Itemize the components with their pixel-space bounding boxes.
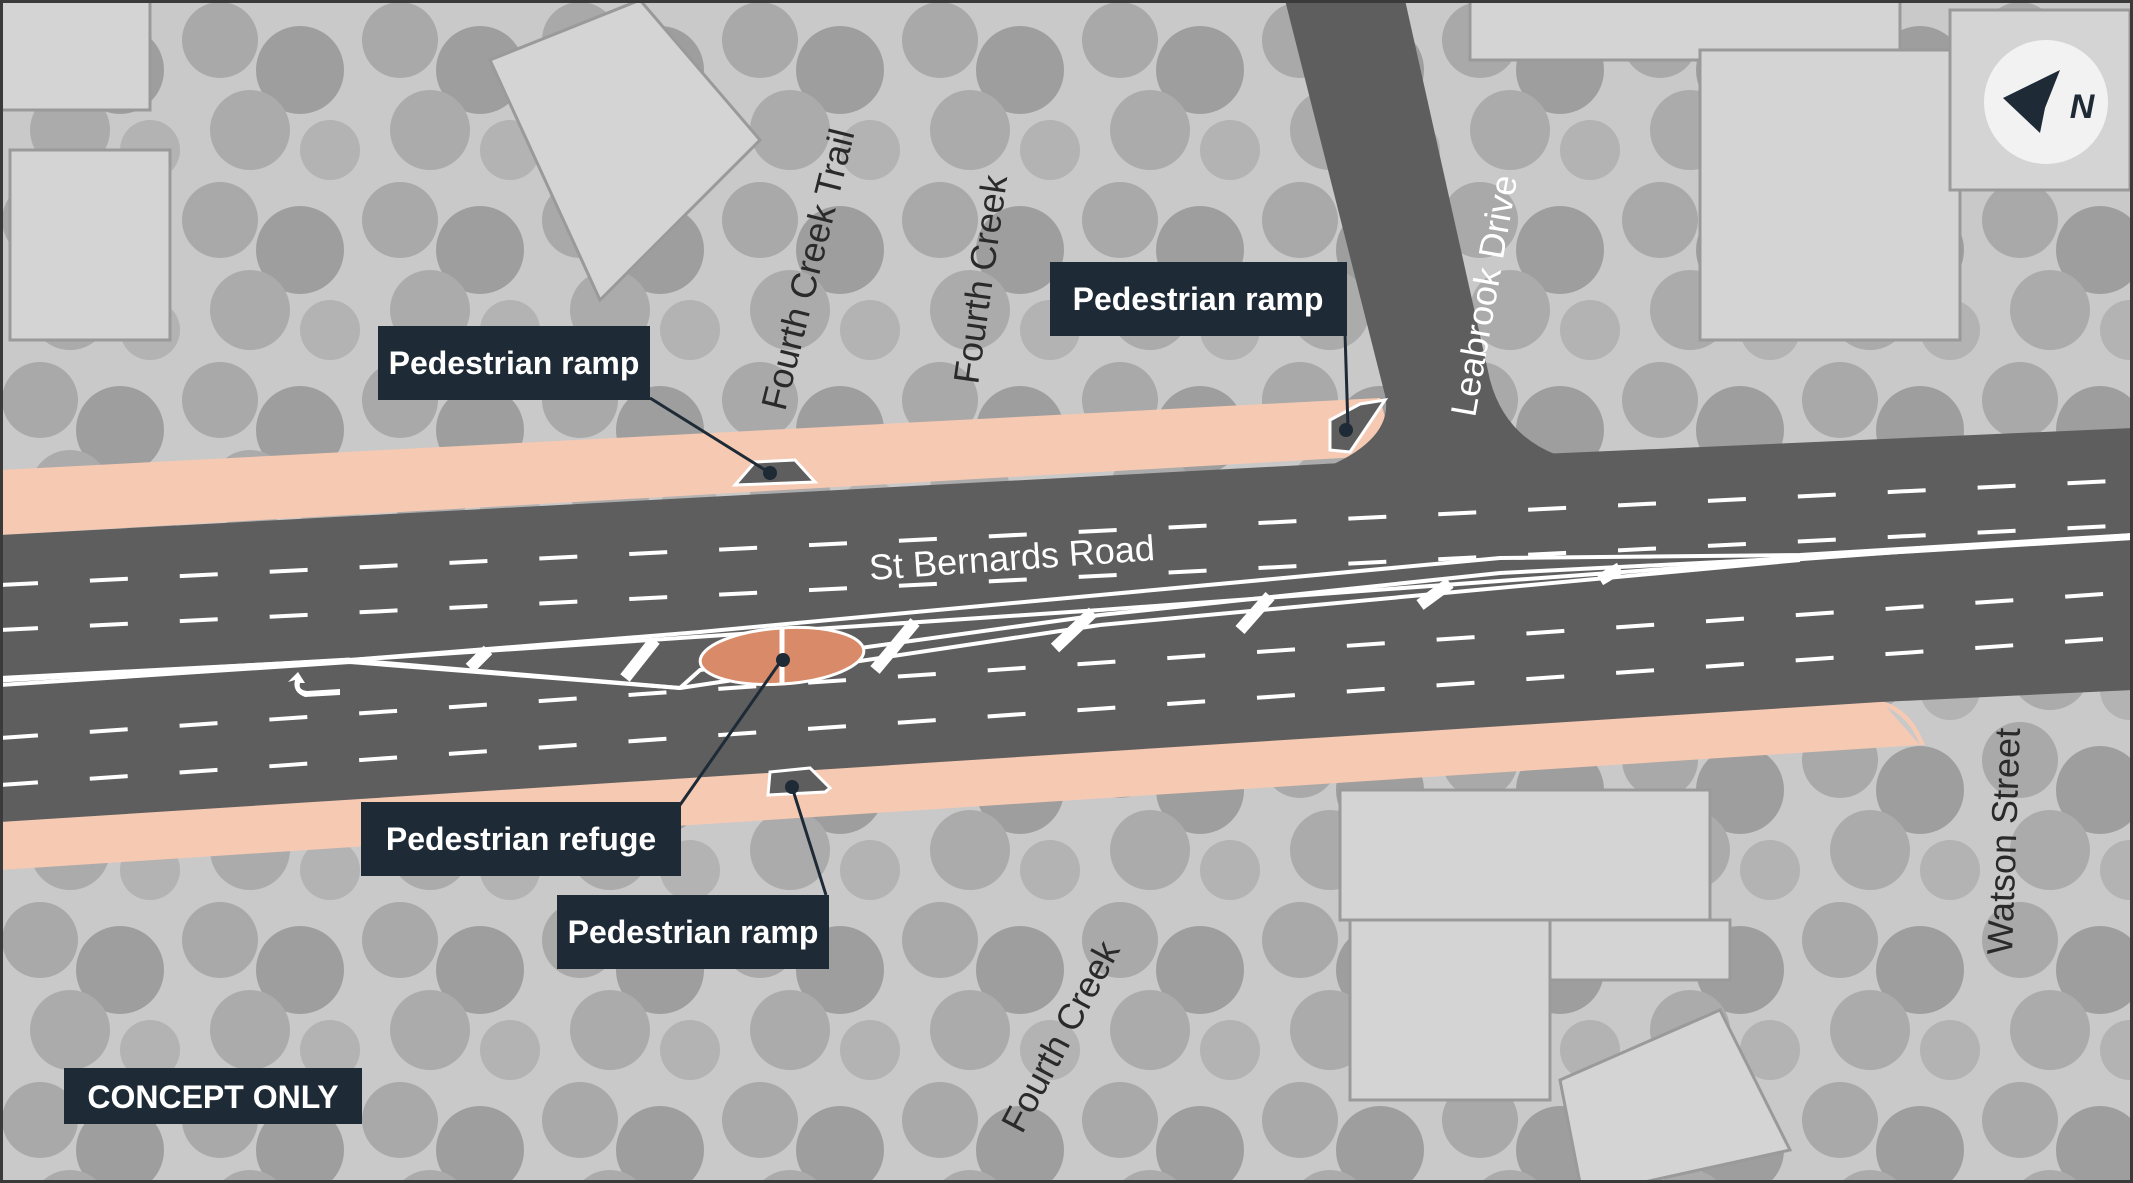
ramp-south <box>766 766 833 797</box>
label-watson-street: Watson Street <box>1979 727 2028 955</box>
svg-text:Pedestrian refuge: Pedestrian refuge <box>386 821 656 857</box>
building <box>0 0 152 112</box>
svg-text:Pedestrian ramp: Pedestrian ramp <box>389 345 640 381</box>
footpath-north <box>0 398 1395 535</box>
svg-text:Pedestrian ramp: Pedestrian ramp <box>1073 281 1324 317</box>
concept-only-badge: CONCEPT ONLY <box>64 1068 362 1124</box>
building <box>1548 918 1732 982</box>
building <box>1348 918 1552 1102</box>
footpath-corner-watson <box>1860 699 1925 745</box>
callout-ramp-north-east: Pedestrian ramp <box>1050 262 1347 336</box>
north-label: N <box>2070 88 2096 126</box>
callout-leaders <box>649 332 1353 896</box>
svg-text:Pedestrian ramp: Pedestrian ramp <box>568 914 819 950</box>
callout-ramp-north-west: Pedestrian ramp <box>378 326 650 400</box>
building <box>1698 48 1962 342</box>
callout-ramp-south: Pedestrian ramp <box>557 895 829 969</box>
building <box>1558 1008 1793 1183</box>
building <box>1338 788 1712 922</box>
north-arrow-icon: N <box>1984 40 2108 164</box>
pedestrian-ramps <box>731 397 1389 797</box>
ramp-north-east <box>1328 397 1389 454</box>
building <box>487 0 763 303</box>
svg-text:CONCEPT ONLY: CONCEPT ONLY <box>87 1079 338 1115</box>
road-leabrook-drive <box>1285 0 1850 470</box>
turn-arrow-icon <box>288 672 340 697</box>
building <box>8 148 172 342</box>
callout-pedestrian-refuge: Pedestrian refuge <box>361 802 681 876</box>
road-st-bernards <box>0 428 2133 822</box>
